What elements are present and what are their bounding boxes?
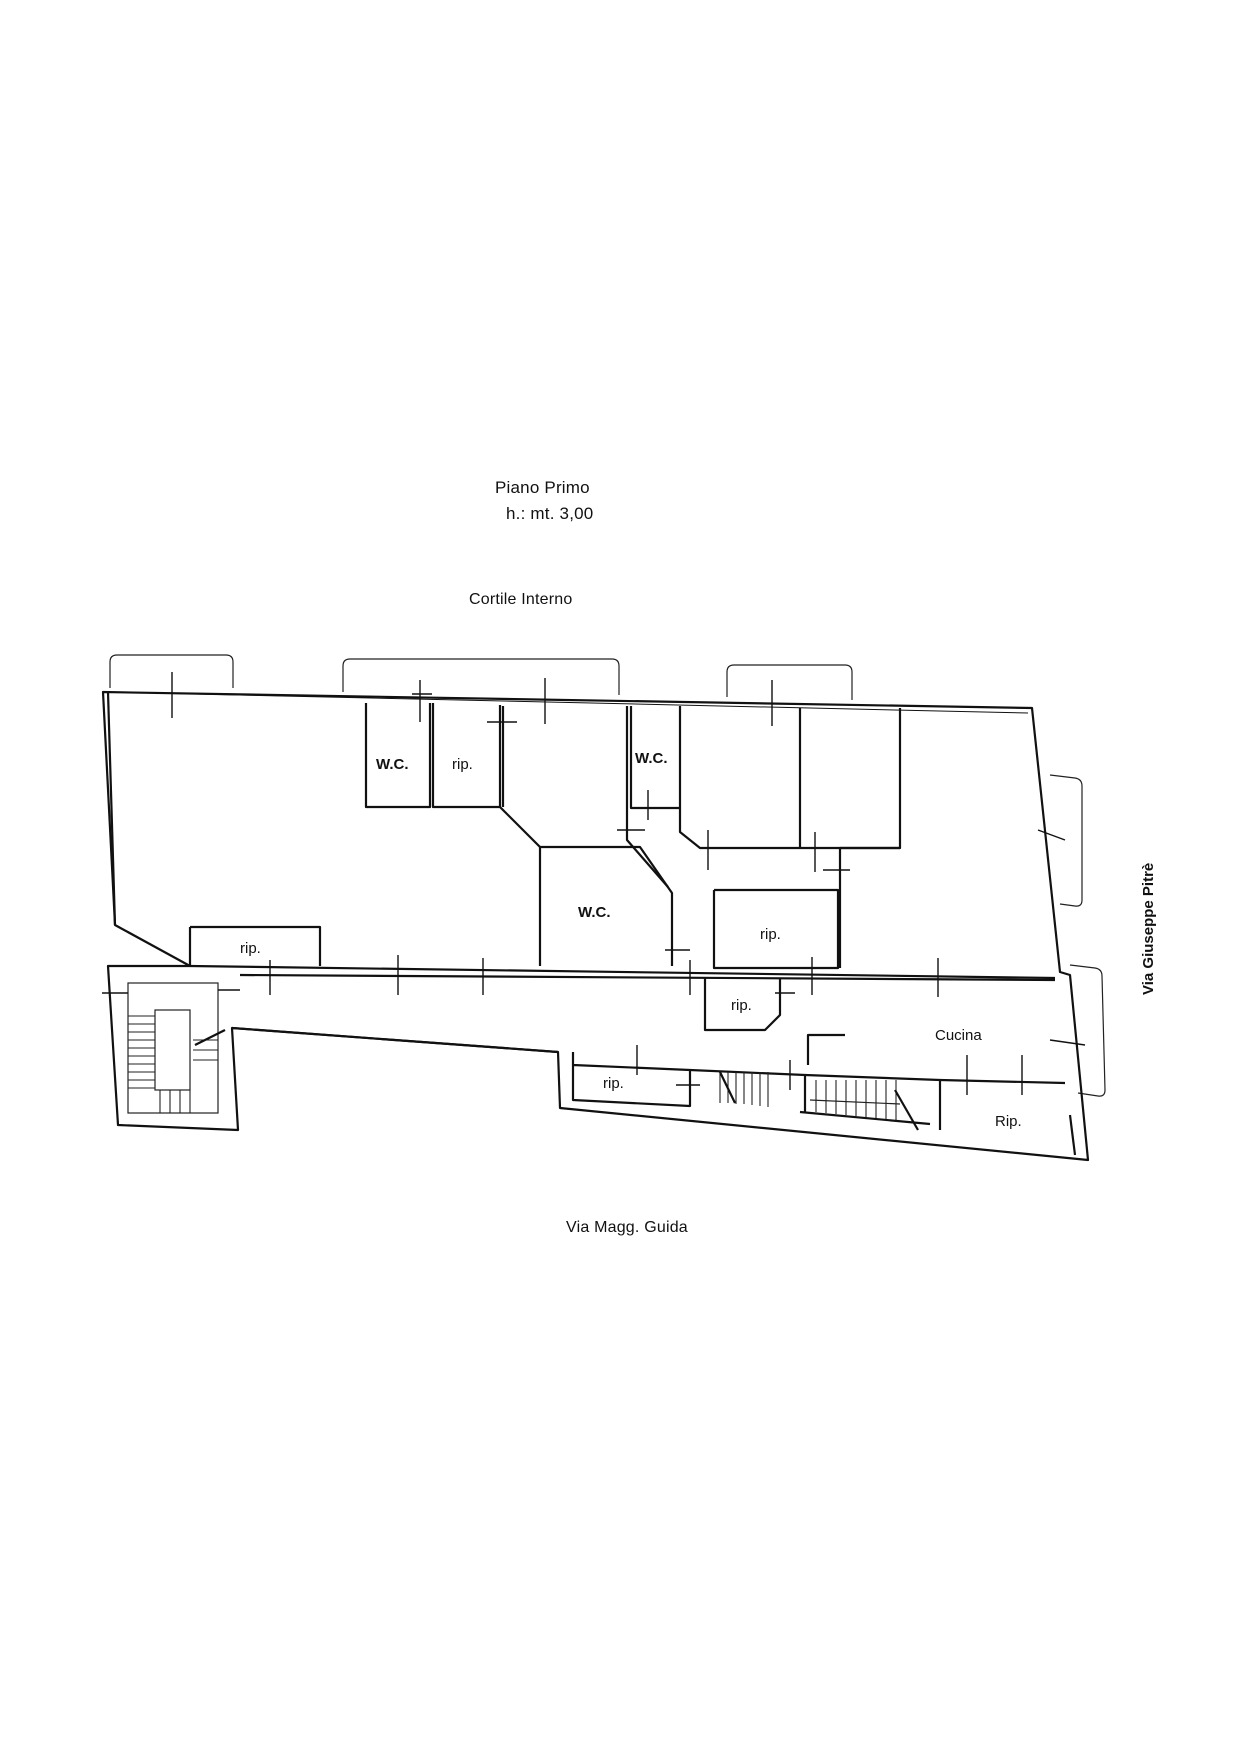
street-label-bottom: Via Magg. Guida (566, 1219, 688, 1236)
room-label-wc-3: W.C. (578, 904, 611, 921)
ceiling-height: h.: mt. 3,00 (506, 504, 594, 523)
door-marks (102, 672, 1086, 1095)
balcony-2 (342, 658, 620, 695)
room-label-rip-4: rip. (731, 997, 752, 1014)
balcony-1 (109, 654, 234, 688)
staircase-left (127, 982, 226, 1114)
plan-title: Piano Primo (495, 478, 590, 497)
balconies-top (109, 654, 853, 700)
room-label-rip-1: rip. (452, 756, 473, 773)
courtyard-label: Cortile Interno (469, 591, 573, 608)
staircase-bottom (719, 1071, 919, 1131)
room-label-wc-2: W.C. (635, 750, 668, 767)
balcony-3 (726, 664, 853, 700)
interior-walls (188, 703, 1077, 1156)
room-label-rip-5: rip. (603, 1075, 624, 1092)
room-label-wc-1: W.C. (376, 756, 409, 773)
room-label-rip-3: rip. (240, 940, 261, 957)
room-labels: W.C. rip. W.C. W.C. rip. rip. rip. rip. … (240, 750, 1022, 1130)
balcony-right-2 (1069, 964, 1106, 1097)
room-label-kitchen: Cucina (935, 1027, 982, 1044)
balconies-right (1049, 774, 1106, 1097)
room-label-rip-6: Rip. (995, 1113, 1022, 1130)
room-label-rip-2: rip. (760, 926, 781, 943)
balcony-right-1 (1049, 774, 1083, 907)
